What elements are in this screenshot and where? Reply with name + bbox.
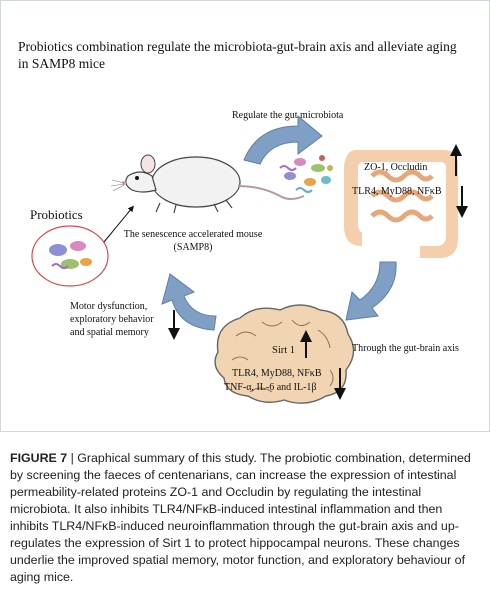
arrow-to-mouse — [161, 273, 217, 331]
label-gut-down: TLR4, MyD88, NFκB — [352, 186, 442, 197]
label-probiotics: Probiotics — [30, 207, 83, 222]
brain-illustration — [214, 304, 355, 404]
figure-title: Probiotics combination regulate the micr… — [18, 39, 457, 71]
figure-caption: FIGURE 7 | Graphical summary of this stu… — [10, 450, 480, 586]
label-gut-brain-axis: Through the gut-brain axis — [352, 343, 459, 354]
label-regulate-microbiota: Regulate the gut microbiota — [232, 110, 344, 121]
caption-separator: | — [70, 451, 74, 465]
cycle-arrows — [161, 114, 397, 331]
diagram-graphics — [31, 114, 468, 404]
probiotics-circle — [31, 225, 109, 287]
arrow-to-gut — [243, 114, 323, 165]
caption-text: Graphical summary of this study. The pro… — [10, 451, 471, 584]
label-gut-up: ZO-1, Occludin — [364, 162, 428, 173]
label-behavior: Motor dysfunction, exploratory behavior … — [70, 301, 154, 338]
intestine-illustration — [344, 150, 458, 258]
mouse-illustration — [110, 154, 305, 214]
label-samp8-mouse: The senescence accelerated mouse (SAMP8) — [123, 229, 263, 253]
arrow-to-brain — [345, 261, 397, 321]
label-brain-up: Sirt 1 — [272, 345, 296, 356]
caption-label: FIGURE 7 — [10, 451, 68, 465]
label-brain-down-2: TNF-α, IL-6 and IL-1β — [224, 382, 317, 393]
gut-microbes-illustration — [279, 155, 333, 193]
label-brain-down-1: TLR4, MyD88, NFκB — [232, 368, 322, 379]
